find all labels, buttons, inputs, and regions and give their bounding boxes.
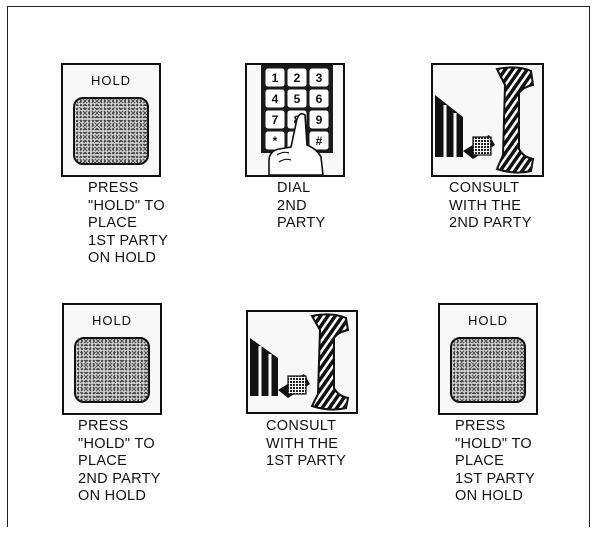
caption-line: PLACE [455,453,535,471]
step-2-caption: DIAL 2ND PARTY [277,180,326,233]
svg-text:6: 6 [316,92,323,106]
caption-line: PLACE [88,215,168,233]
step-3-caption: CONSULT WITH THE 2ND PARTY [449,180,532,233]
step-4-caption: PRESS "HOLD" TO PLACE 2ND PARTY ON HOLD [78,418,161,506]
caption-line: CONSULT [266,418,346,436]
keypad-key: 2 [288,69,306,86]
telephone-handset-icon [246,310,358,414]
hold-button-icon: HOLD [438,303,538,415]
keypad-key: * [266,132,284,149]
screen-icon [74,337,150,403]
screen-icon [450,337,526,403]
svg-text:*: * [273,134,278,148]
keypad-key: 6 [310,90,328,107]
caption-line: DIAL [277,180,326,198]
step-5-caption: CONSULT WITH THE 1ST PARTY [266,418,346,471]
keypad-key: 5 [288,90,306,107]
caption-line: ON HOLD [78,488,161,506]
screen-icon [73,97,149,165]
keypad-key: 4 [266,90,284,107]
svg-text:3: 3 [316,71,323,85]
svg-text:1: 1 [272,71,279,85]
dial-keypad-icon: 123456789*0# [245,63,345,177]
caption-line: WITH THE [266,436,346,454]
caption-line: ON HOLD [455,488,535,506]
caption-line: PARTY [277,215,326,233]
keypad-key: 7 [266,111,284,128]
keypad-key: 3 [310,69,328,86]
hold-button-icon: HOLD [61,63,161,177]
telephone-handset-icon [431,63,544,177]
hold-label: HOLD [440,313,536,328]
handset-graphic [433,65,542,175]
caption-line: 2ND PARTY [449,215,532,233]
svg-text:9: 9 [316,113,323,127]
caption-line: "HOLD" TO [78,436,161,454]
caption-line: "HOLD" TO [88,198,168,216]
hold-label: HOLD [64,313,160,328]
caption-line: 2ND [277,198,326,216]
caption-line: "HOLD" TO [455,436,535,454]
caption-line: ON HOLD [88,250,168,268]
caption-line: PLACE [78,453,161,471]
keypad-key: # [310,132,328,149]
keypad-key: 1 [266,69,284,86]
handset-graphic [248,312,356,412]
caption-line: 2ND PARTY [78,471,161,489]
caption-line: PRESS [88,180,168,198]
caption-line: 1ST PARTY [266,453,346,471]
caption-line: 1ST PARTY [88,233,168,251]
keypad-key: 9 [310,111,328,128]
svg-text:4: 4 [272,92,279,106]
caption-line: CONSULT [449,180,532,198]
svg-text:#: # [316,134,323,148]
hold-button-icon: HOLD [62,303,162,415]
caption-line: 1ST PARTY [455,471,535,489]
step-1-caption: PRESS "HOLD" TO PLACE 1ST PARTY ON HOLD [88,180,168,268]
caption-line: PRESS [455,418,535,436]
svg-text:7: 7 [272,113,279,127]
caption-line: WITH THE [449,198,532,216]
caption-line: PRESS [78,418,161,436]
hold-label: HOLD [63,73,159,88]
svg-text:5: 5 [294,92,301,106]
svg-text:2: 2 [294,71,301,85]
keypad-graphic: 123456789*0# [247,65,343,175]
step-6-caption: PRESS "HOLD" TO PLACE 1ST PARTY ON HOLD [455,418,535,506]
